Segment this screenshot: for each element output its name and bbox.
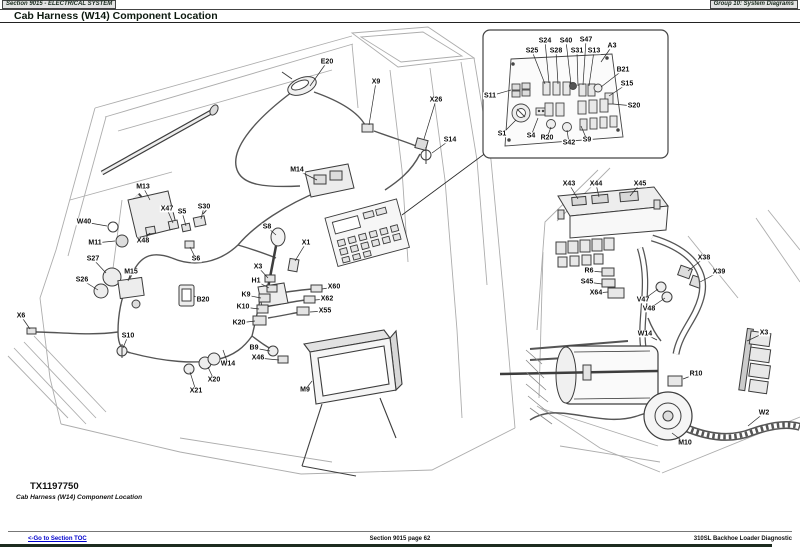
callout-s42: S42: [561, 139, 577, 147]
callout-x46: X46: [250, 354, 266, 362]
callout-v47: V47: [635, 296, 651, 304]
callout-s47: S47: [578, 36, 594, 44]
header-group-label: Group 10: System Diagrams: [709, 0, 798, 9]
underfloor-detail-components: [555, 186, 705, 303]
callout-x26: X26: [428, 96, 444, 104]
callout-r20: R20: [539, 134, 555, 142]
callout-m14: M14: [289, 166, 305, 174]
figure-id: TX1197750: [30, 481, 79, 492]
callout-x60: X60: [326, 283, 342, 291]
hoses-and-hvac: [499, 234, 800, 441]
callout-k10: K10: [235, 303, 251, 311]
callout-x3: X3: [252, 263, 264, 271]
callout-x44: X44: [588, 180, 604, 188]
page-title: Cab Harness (W14) Component Location: [14, 10, 218, 22]
callout-s31: S31: [569, 47, 585, 55]
cab-components: [26, 71, 432, 375]
callout-x64: X64: [588, 289, 604, 297]
callout-s30: S30: [196, 203, 212, 211]
callout-k20: K20: [231, 319, 247, 327]
switch-panel-inset: [401, 29, 669, 216]
callout-h1: H1: [250, 277, 262, 285]
callout-s1: S1: [496, 130, 508, 138]
callout-m11: M11: [87, 239, 103, 247]
top-header-bar: Section 9015 - ELECTRICAL SYSTEM Group 1…: [0, 0, 800, 10]
callout-w40: W40: [75, 218, 93, 226]
monitor-m9-art: [301, 329, 403, 477]
callout-k9: K9: [240, 291, 252, 299]
callout-b21: B21: [615, 66, 631, 74]
callout-m13: M13: [135, 183, 151, 191]
callout-s11: S11: [482, 92, 498, 100]
callout-s5: S5: [176, 208, 188, 216]
footer-page-number: Section 9015 page 62: [369, 536, 431, 542]
callout-x43: X43: [561, 180, 577, 188]
footer-divider: [8, 531, 792, 532]
console-keypad-art: [324, 198, 410, 267]
callout-a3: A3: [606, 42, 618, 50]
callout-s6: S6: [190, 255, 202, 263]
callout-s9: S9: [581, 136, 593, 144]
callout-s40: S40: [558, 37, 574, 45]
callout-m9: M9: [299, 386, 311, 394]
callout-r6: R6: [583, 267, 595, 275]
cab-wireframe: [7, 26, 516, 475]
callout-m15: M15: [123, 268, 139, 276]
callout-s26: S26: [74, 276, 90, 284]
title-divider: [0, 22, 800, 23]
callout-m10: M10: [677, 439, 693, 447]
callout-s8: S8: [261, 223, 273, 231]
figure-caption: Cab Harness (W14) Component Location: [16, 494, 143, 501]
callout-s28: S28: [548, 47, 564, 55]
callout-b9: B9: [248, 344, 260, 352]
callout-s13: S13: [586, 47, 602, 55]
callout-s24: S24: [537, 37, 553, 45]
callout-s10: S10: [120, 332, 136, 340]
callout-x21: X21: [188, 387, 204, 395]
callout-b20: B20: [195, 296, 211, 304]
callout-w14: W14: [636, 330, 654, 338]
toc-link[interactable]: <-Go to Section TOC: [28, 536, 87, 542]
callout-v48: V48: [641, 305, 657, 313]
callout-x3: X3: [758, 329, 770, 337]
bottom-bar: [0, 544, 772, 547]
callout-x38: X38: [696, 254, 712, 262]
callout-s45: S45: [579, 278, 595, 286]
callout-s14: S14: [442, 136, 458, 144]
callout-x48: X48: [135, 237, 151, 245]
callout-w14: W14: [219, 360, 237, 368]
callout-x9: X9: [370, 78, 382, 86]
callout-s15: S15: [619, 80, 635, 88]
underfloor-detail-wireframe: [536, 167, 800, 474]
callout-s25: S25: [524, 47, 540, 55]
header-section-label: Section 9015 - ELECTRICAL SYSTEM: [2, 0, 117, 9]
callout-x45: X45: [632, 180, 648, 188]
footer-model-label: 310SL Backhoe Loader Diagnostic: [693, 536, 792, 542]
callout-e20: E20: [319, 58, 335, 66]
callout-x62: X62: [319, 295, 335, 303]
callout-x6: X6: [15, 312, 27, 320]
callout-x47: X47: [159, 205, 175, 213]
callout-x55: X55: [317, 307, 333, 315]
callout-s20: S20: [626, 102, 642, 110]
callout-s27: S27: [85, 255, 101, 263]
callout-s4: S4: [525, 132, 537, 140]
callout-w2: W2: [757, 409, 771, 417]
callout-r10: R10: [688, 370, 704, 378]
callout-x20: X20: [206, 376, 222, 384]
callout-x39: X39: [711, 268, 727, 276]
callout-x1: X1: [300, 239, 312, 247]
